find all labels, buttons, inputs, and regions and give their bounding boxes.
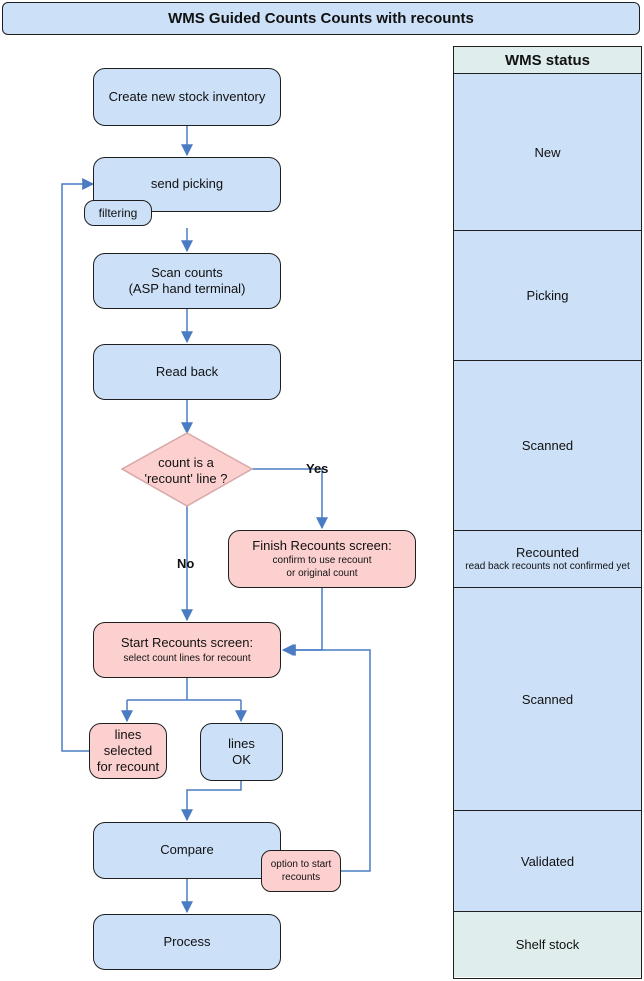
filtering-label: filtering [98, 206, 138, 220]
wms-status-header-label: WMS status [504, 51, 590, 69]
send-picking-label: send picking [150, 176, 224, 192]
arrow-lines-ok-to-compare [181, 781, 242, 822]
start-recounts-title: Start Recounts screen: [120, 635, 254, 651]
wms-status-header: WMS status [454, 47, 641, 74]
status-validated-label: Validated [520, 853, 575, 869]
wms-status-column: WMS status New Picking Scanned Recounted… [453, 46, 642, 979]
scan-counts-sublabel: (ASP hand terminal) [128, 281, 246, 296]
finish-recounts-sub1: confirm to use recount [272, 555, 372, 567]
decision-line-1: count is a [158, 455, 214, 471]
status-validated: Validated [454, 811, 641, 912]
status-recounted: Recounted read back recounts not confirm… [454, 531, 641, 588]
arrow-finish-to-start [281, 588, 323, 656]
create-inventory-label: Create new stock inventory [108, 88, 266, 104]
loop-back-to-picking [61, 178, 95, 752]
lines-ok-line1: lines [228, 735, 255, 751]
status-scanned-1-label: Scanned [521, 438, 574, 453]
option-recounts-line1: option to start [270, 859, 332, 870]
scan-counts-label: Scan counts [151, 264, 223, 280]
status-recounted-note: read back recounts not confirmed yet [465, 561, 630, 572]
status-recounted-label: Recounted [516, 545, 579, 560]
status-scanned-2-label: Scanned [521, 691, 574, 707]
decision-line-2: 'recount' line ? [144, 471, 228, 486]
compare-label: Compare [160, 842, 214, 858]
start-recounts-step: Start Recounts screen: select count line… [93, 622, 281, 678]
arrow-option-to-start [283, 644, 371, 872]
status-scanned-2: Scanned [454, 588, 641, 811]
status-new-label: New [534, 144, 561, 160]
finish-recounts-title: Finish Recounts screen: [252, 537, 392, 553]
finish-recounts-step: Finish Recounts screen: confirm to use r… [228, 530, 416, 588]
finish-recounts-sub2: or original count [286, 568, 358, 580]
process-step: Process [93, 914, 281, 970]
status-new: New [454, 74, 641, 231]
status-scanned-1: Scanned [454, 361, 641, 531]
lines-selected-line3: for recount [96, 759, 160, 775]
compare-step: Compare [93, 822, 281, 879]
status-picking-label: Picking [526, 288, 569, 303]
no-label: No [177, 556, 195, 571]
lines-ok-line2: OK [232, 752, 251, 767]
status-shelf-stock-label: Shelf stock [515, 937, 580, 952]
lines-selected-line2: selected [103, 742, 153, 758]
create-inventory-step: Create new stock inventory [93, 68, 281, 126]
diagram-title: WMS Guided Counts Counts with recounts [2, 2, 640, 35]
lines-selected-step: lines selected for recount [89, 723, 167, 779]
read-back-label: Read back [155, 363, 219, 379]
arrow-decision-yes [252, 468, 328, 530]
scan-counts-step: Scan counts (ASP hand terminal) [93, 253, 281, 309]
read-back-step: Read back [93, 344, 281, 400]
send-picking-step: send picking [93, 157, 281, 212]
status-picking: Picking [454, 231, 641, 361]
process-label: Process [163, 933, 211, 949]
lines-selected-line1: lines [114, 726, 142, 742]
decision-diamond [120, 432, 254, 507]
lines-ok-step: lines OK [200, 723, 283, 781]
yes-label: Yes [306, 461, 329, 476]
option-recounts-tag: option to start recounts [261, 850, 341, 892]
filtering-tag: filtering [84, 200, 152, 226]
start-recounts-sub: select count lines for recount [123, 652, 251, 664]
option-recounts-line2: recounts [281, 872, 321, 883]
status-shelf-stock: Shelf stock [454, 912, 641, 977]
recount-decision: count is a 'recount' line ? [128, 449, 244, 493]
